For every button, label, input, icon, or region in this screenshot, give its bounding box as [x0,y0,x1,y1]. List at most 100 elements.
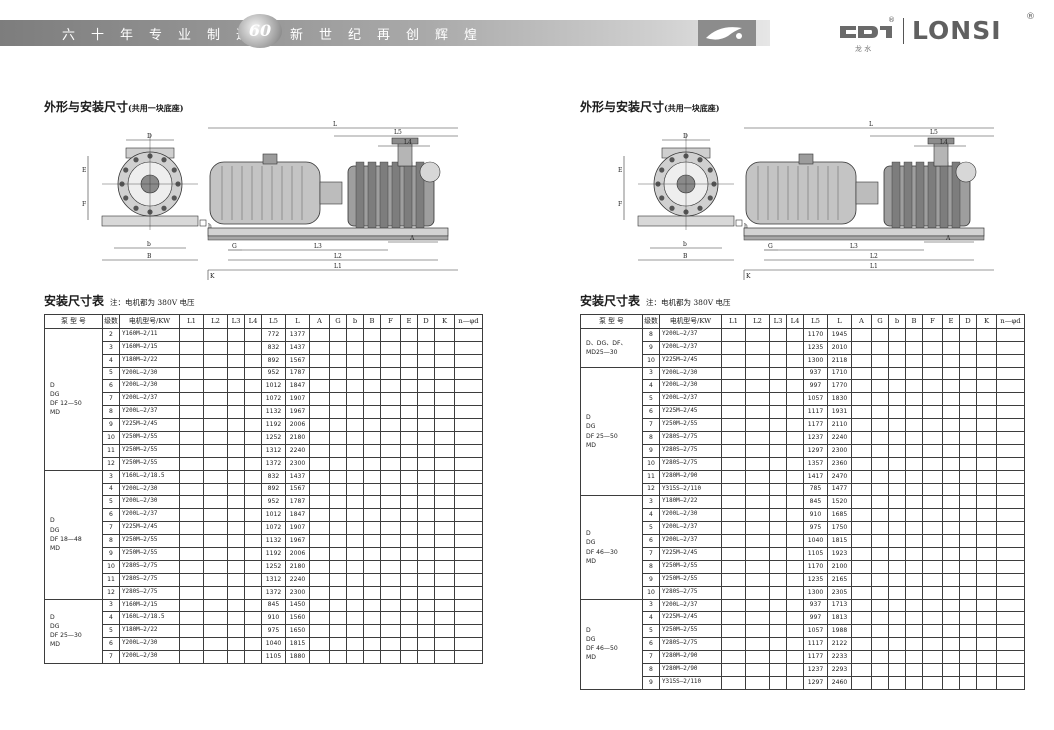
brand-divider [903,18,904,44]
cell-l5: 937 [803,366,828,381]
cell-f [922,663,943,677]
cell-d [959,495,977,510]
cell-f [380,405,401,420]
stage-cell: 11 [102,443,120,458]
cell-b [346,637,364,652]
cell-g [871,675,889,690]
cell-g [871,456,889,471]
cell-b [363,482,381,497]
cell-b [363,598,381,613]
header-a: A [851,314,872,329]
motor-cell: Y250M—2/55 [659,572,722,587]
cell-e [942,637,960,652]
header-pump-model: 泵 型 号 [44,314,103,329]
cell-b [346,405,364,420]
bolt-cell [996,508,1025,523]
cell-d [959,611,977,626]
bolt-cell [454,405,483,420]
dim-b: b [147,241,151,248]
cell-l: 2122 [827,637,852,652]
cell-l3 [769,559,787,574]
dim-bb: B [683,253,688,260]
motor-cell: Y280S—2/75 [659,456,722,471]
stage-cell: 9 [642,572,660,587]
cell-b [905,379,923,394]
cell-l: 2100 [827,559,852,574]
dim-a: A [409,235,415,242]
cell-g [871,405,889,420]
cell-l5: 1072 [261,392,286,407]
cell-g [871,611,889,626]
slogan-band: 六十年专业制造 新世纪再创辉煌 [0,20,770,46]
cell-l2 [203,508,228,523]
cell-b [905,353,923,368]
motor-cell: Y250M—2/55 [119,443,180,458]
cell-l4 [786,663,804,677]
cell-b [363,340,381,355]
cell-e [400,611,418,626]
cell-l: 1907 [285,392,310,407]
bolt-cell [996,547,1025,561]
cell-l: 1710 [827,366,852,381]
cell-l3 [769,353,787,368]
cell-l: 2165 [827,572,852,587]
cell-b [905,508,923,523]
cell-a [309,534,330,549]
cell-b [888,379,906,394]
cell-l2 [745,559,770,574]
cell-b [905,340,923,355]
cell-e [942,469,960,484]
cell-b [888,482,906,497]
cell-l4 [786,469,804,484]
cell-l1 [179,534,204,549]
cell-k [976,353,997,368]
cell-e [400,624,418,639]
cell-k [976,495,997,510]
cell-d [959,469,977,484]
cell-l4 [244,585,262,600]
cell-a [851,418,872,433]
cell-l2 [745,405,770,420]
dim-l1: L1 [870,263,878,270]
cell-a [851,650,872,665]
cell-e [942,379,960,394]
bolt-cell [454,431,483,445]
cell-f [380,443,401,458]
cell-a [309,353,330,368]
header-g: G [871,314,889,329]
cell-k [976,469,997,484]
cell-f [922,624,943,639]
cell-l4 [244,418,262,433]
cell-l: 1560 [285,611,310,626]
cell-a [851,495,872,510]
cell-l3 [769,572,787,587]
cell-b [888,637,906,652]
cell-l1 [179,340,204,355]
cell-l2 [203,456,228,471]
cell-e [942,547,960,561]
bolt-cell [454,327,483,342]
cell-d [959,340,977,355]
cell-k [434,495,455,510]
cell-f [922,637,943,652]
cell-g [871,379,889,394]
cell-l4 [786,572,804,587]
cell-l: 1967 [285,534,310,549]
cell-l2 [745,611,770,626]
bolt-cell [996,534,1025,549]
cell-g [329,495,347,510]
cell-g [329,456,347,471]
cell-l2 [745,521,770,536]
cell-e [400,495,418,510]
bolt-cell [996,456,1025,471]
left-section-title: 外形与安装尺寸(共用一块底座) [44,100,184,114]
cell-k [434,572,455,587]
cell-l1 [721,624,746,639]
header-stage: 级数 [102,314,120,329]
cell-l2 [745,469,770,484]
cell-b [346,534,364,549]
